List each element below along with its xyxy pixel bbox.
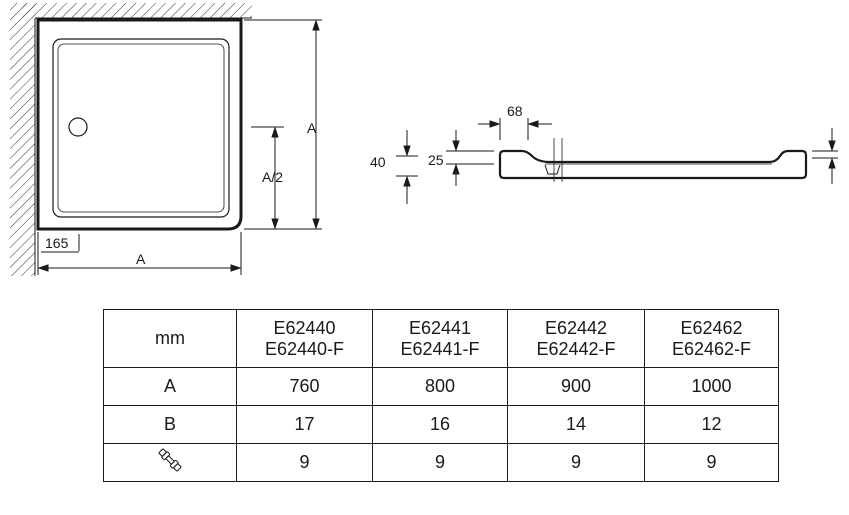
label-a-horizontal: A [136, 251, 146, 267]
wall-hatching [10, 3, 252, 276]
dimension-a-vertical [244, 19, 322, 230]
table-cell: 760 [236, 367, 373, 406]
model-header: E62440 E62440-F [236, 309, 373, 368]
spec-table: mm E62440 E62440-F E62441 E62441-F E6244… [103, 309, 779, 482]
model-header: E62442 E62442-F [507, 309, 645, 368]
table-row: B 17 16 14 12 [103, 405, 779, 444]
table-row: A 760 800 900 1000 [103, 367, 779, 406]
dimension-rim [812, 128, 838, 184]
waste-pipe-icon [158, 448, 182, 472]
dimension-68 [478, 118, 552, 140]
table-header-row: mm E62440 E62440-F E62441 E62441-F E6244… [103, 309, 779, 368]
model-header: E62462 E62462-F [644, 309, 779, 368]
label-a-vertical: A [307, 120, 317, 136]
unit-header: mm [103, 309, 237, 368]
table-cell: 9 [236, 443, 373, 482]
label-40: 40 [370, 154, 386, 170]
table-cell: 17 [236, 405, 373, 444]
row-label [103, 443, 237, 482]
label-a-half: A/2 [262, 169, 283, 185]
dimension-25 [446, 130, 494, 186]
table-cell: 9 [372, 443, 508, 482]
technical-drawing: A A/2 A 165 68 [10, 3, 838, 276]
dimension-a-horizontal [37, 232, 242, 275]
model-code: E62462 [680, 317, 743, 338]
table-cell: 9 [507, 443, 645, 482]
table-row: 9 9 9 9 [103, 443, 779, 482]
table-cell: 16 [372, 405, 508, 444]
model-code-f: E62441-F [400, 338, 480, 359]
table-cell: 9 [644, 443, 779, 482]
tray-section-view [498, 138, 808, 182]
table-cell: 14 [507, 405, 645, 444]
model-code-f: E62462-F [671, 338, 752, 359]
label-165: 165 [45, 235, 69, 251]
model-code-f: E62442-F [536, 338, 616, 359]
table-cell: 12 [644, 405, 779, 444]
table-cell: 900 [507, 367, 645, 406]
dimension-40 [396, 130, 418, 204]
model-code: E62442 [544, 317, 608, 338]
dimension-a-half [251, 126, 284, 230]
table-cell: 1000 [644, 367, 779, 406]
table-cell: 800 [372, 367, 508, 406]
tray-plan-view [36, 18, 243, 231]
model-header: E62441 E62441-F [372, 309, 508, 368]
model-code: E62440 [273, 317, 336, 338]
model-code: E62441 [408, 317, 472, 338]
row-label: A [103, 367, 237, 406]
row-label: B [103, 405, 237, 444]
model-code-f: E62440-F [264, 338, 345, 359]
drain-hole [68, 117, 88, 137]
label-25: 25 [428, 152, 444, 168]
label-68: 68 [507, 103, 523, 119]
